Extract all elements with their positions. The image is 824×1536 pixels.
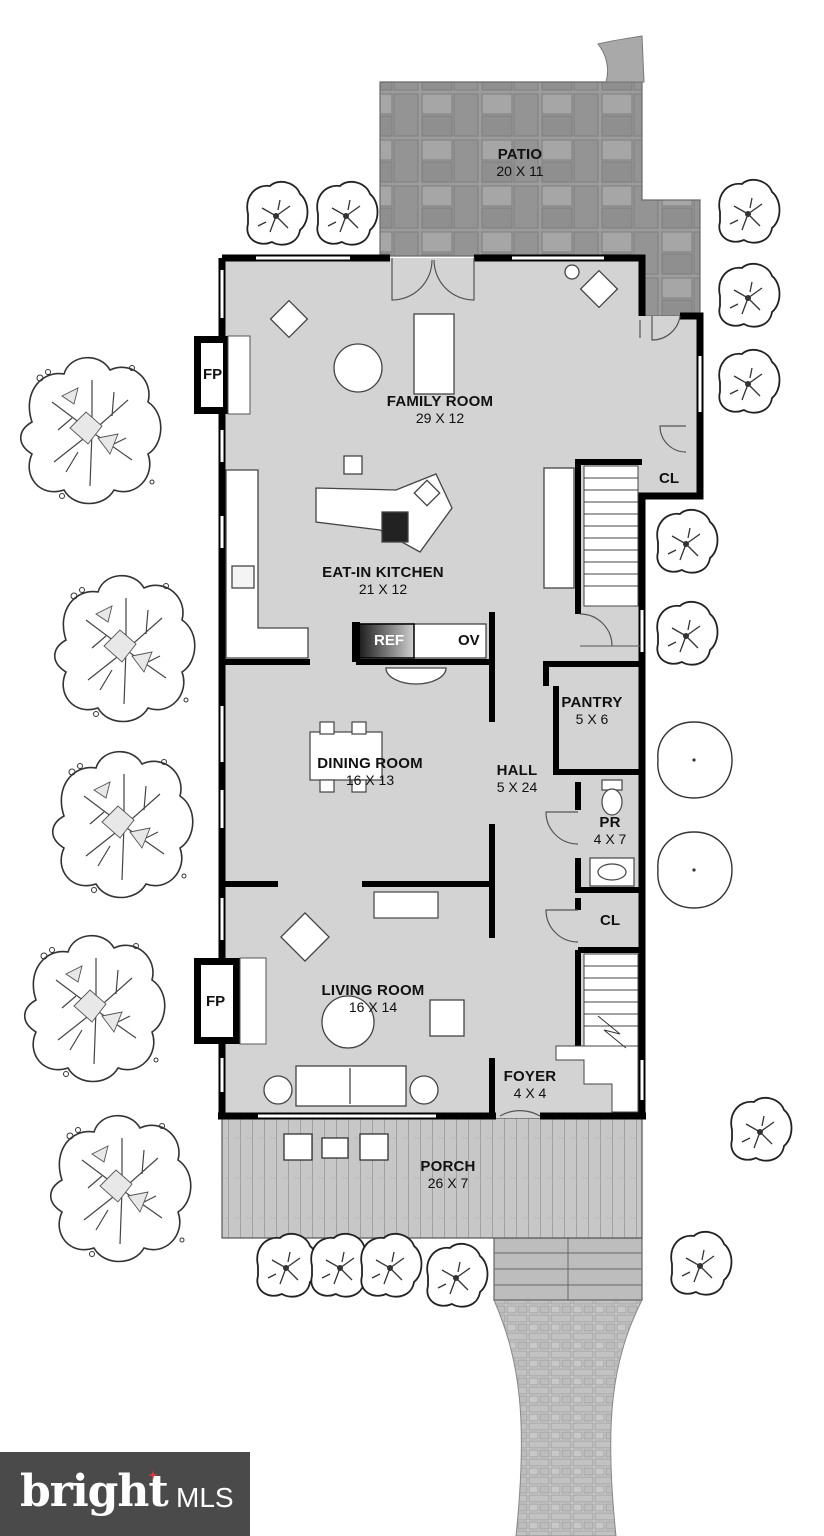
room-name: FAMILY ROOM (386, 393, 494, 410)
family-room-label: FAMILY ROOM 29 X 12 (360, 393, 520, 426)
room-dims: 4 X 4 (513, 1085, 547, 1102)
room-dims: 5 X 24 (496, 779, 538, 796)
room-name: PORCH (420, 1158, 476, 1175)
living-room-label: LIVING ROOM 16 X 14 (294, 982, 452, 1015)
front-stairs (555, 953, 639, 1113)
refrigerator-tag: REF (374, 632, 404, 649)
room-name: EAT-IN KITCHEN (322, 564, 444, 581)
hall-label: HALL 5 X 24 (482, 762, 552, 795)
kitchen-label: EAT-IN KITCHEN 21 X 12 (300, 564, 466, 597)
room-name: PATIO (497, 146, 543, 163)
family-room-furniture (269, 264, 619, 395)
room-dims: 20 X 11 (496, 163, 544, 180)
powder-room-fixtures (589, 779, 635, 887)
room-name: PANTRY (561, 694, 623, 711)
living-furniture (263, 912, 465, 1107)
logo-suffix: MLS (176, 1482, 234, 1513)
logo-brand: bright (20, 1466, 169, 1517)
front-walkway (493, 1299, 643, 1536)
foyer-label: FOYER 4 X 4 (496, 1068, 564, 1101)
interior-walls (222, 459, 642, 1116)
interior-doors (499, 320, 641, 1117)
room-dims: 16 X 14 (348, 999, 398, 1016)
room-dims: 5 X 6 (575, 711, 609, 728)
windows (220, 256, 702, 1118)
patio-label: PATIO 20 X 11 (470, 146, 570, 179)
dining-furniture (309, 721, 439, 919)
room-name: PR (599, 814, 621, 831)
brand-logo: bright MLS (0, 1452, 250, 1536)
fireplace-tag-bottom: FP (206, 993, 226, 1010)
oven-tag: OV (458, 632, 480, 649)
powder-room-label: PR 4 X 7 (580, 814, 640, 847)
room-name: DINING ROOM (317, 755, 423, 772)
front-steps (493, 1237, 643, 1301)
room-dims: 16 X 13 (345, 772, 395, 789)
room-dims: 29 X 12 (415, 410, 465, 427)
pantry-label: PANTRY 5 X 6 (556, 694, 628, 727)
porch-furniture (283, 1133, 389, 1161)
fireplace-tag-top: FP (203, 366, 223, 383)
room-dims: 26 X 7 (427, 1175, 469, 1192)
patio-doors (391, 258, 687, 453)
fireplace-top (194, 335, 251, 415)
room-name: FOYER (503, 1068, 557, 1085)
patio-path (597, 35, 645, 83)
fireplace-bottom (194, 957, 267, 1045)
closet-tag-bottom: CL (600, 912, 620, 929)
refrigerator (357, 623, 415, 659)
room-dims: 4 X 7 (593, 831, 627, 848)
logo-spark-icon (148, 1470, 158, 1480)
porch-label: PORCH 26 X 7 (400, 1158, 496, 1191)
closet-tag-top: CL (659, 470, 679, 487)
room-dims: 21 X 12 (358, 581, 408, 598)
room-name: LIVING ROOM (321, 982, 425, 999)
dining-room-label: DINING ROOM 16 X 13 (290, 755, 450, 788)
rear-stairs (583, 465, 639, 607)
room-name: HALL (496, 762, 538, 779)
